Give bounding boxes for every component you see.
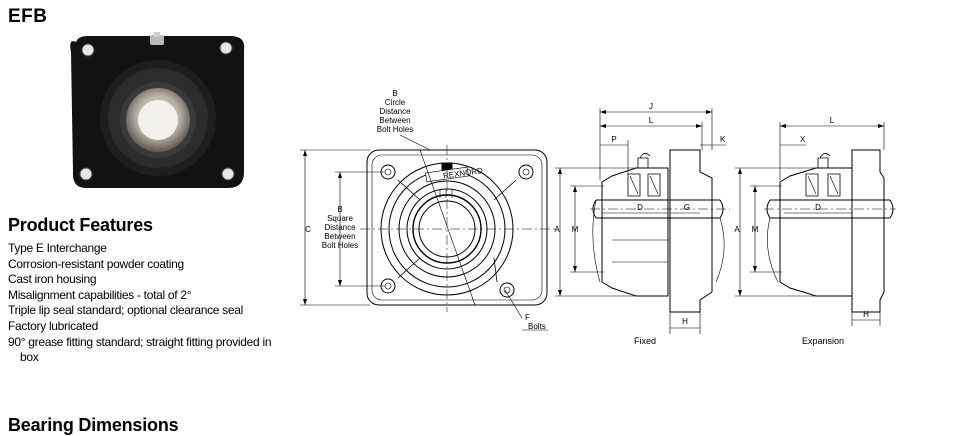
- product-features-heading: Product Features: [8, 215, 153, 235]
- expansion-caption: Expansion: [802, 336, 844, 346]
- product-photo: [70, 32, 245, 188]
- product-features-list: Type E Interchange Corrosion-resistant p…: [8, 241, 276, 366]
- feature-item: Triple lip seal standard; optional clear…: [8, 303, 243, 318]
- label-m: M: [752, 225, 759, 234]
- fixed-caption: Fixed: [634, 336, 656, 346]
- label-h: H: [863, 310, 869, 319]
- feature-item: Cast iron housing: [8, 272, 97, 287]
- feature-item: Factory lubricated: [8, 318, 98, 333]
- label-b-square-line: Between: [324, 232, 355, 241]
- label-h: H: [682, 317, 688, 326]
- expansion-view-labels: L X D A M H Expansion: [734, 116, 869, 346]
- front-view-drawing: [300, 134, 555, 331]
- feature-item: Type E Interchange: [8, 241, 107, 255]
- label-p: P: [611, 135, 616, 144]
- feature-item: Corrosion-resistant powder coating: [8, 256, 184, 271]
- label-f: F: [525, 313, 530, 322]
- label-b-square-line: Bolt Holes: [322, 241, 358, 250]
- label-f-bolts: Bolts: [528, 322, 546, 331]
- fixed-view-labels: J L P K D G A M H Fixed: [554, 102, 726, 346]
- page-title: EFB: [8, 6, 48, 27]
- label-b-circle-line: Circle: [385, 98, 406, 107]
- fixed-side-view-drawing: [555, 108, 730, 334]
- label-l: L: [830, 116, 835, 125]
- front-view-labels: B Circle Distance Between Bolt Holes B S…: [305, 89, 546, 331]
- bearing-dimensions-heading: Bearing Dimensions: [8, 415, 179, 435]
- label-m: M: [572, 225, 579, 234]
- label-b-circle-line: Distance: [379, 107, 411, 116]
- label-b-square: B: [337, 205, 342, 214]
- expansion-side-view-drawing: [735, 122, 896, 326]
- label-b-circle: B: [392, 89, 397, 98]
- feature-item: Misalignment capabilities - total of 2°: [8, 287, 192, 302]
- label-b-square-line: Square: [327, 214, 353, 223]
- label-k: K: [720, 135, 726, 144]
- label-a: A: [734, 225, 740, 234]
- label-g: G: [684, 203, 690, 212]
- label-b-circle-line: Between: [379, 116, 410, 125]
- label-x: X: [800, 135, 806, 144]
- label-c: C: [305, 225, 311, 234]
- label-a: A: [554, 225, 560, 234]
- label-b-circle-line: Bolt Holes: [377, 125, 413, 134]
- label-l: L: [649, 116, 654, 125]
- feature-item: 90° grease fitting standard; straight fi…: [8, 334, 272, 365]
- label-d: D: [637, 203, 643, 212]
- label-d: D: [815, 203, 821, 212]
- label-b-square-line: Distance: [324, 223, 356, 232]
- label-j: J: [649, 102, 653, 111]
